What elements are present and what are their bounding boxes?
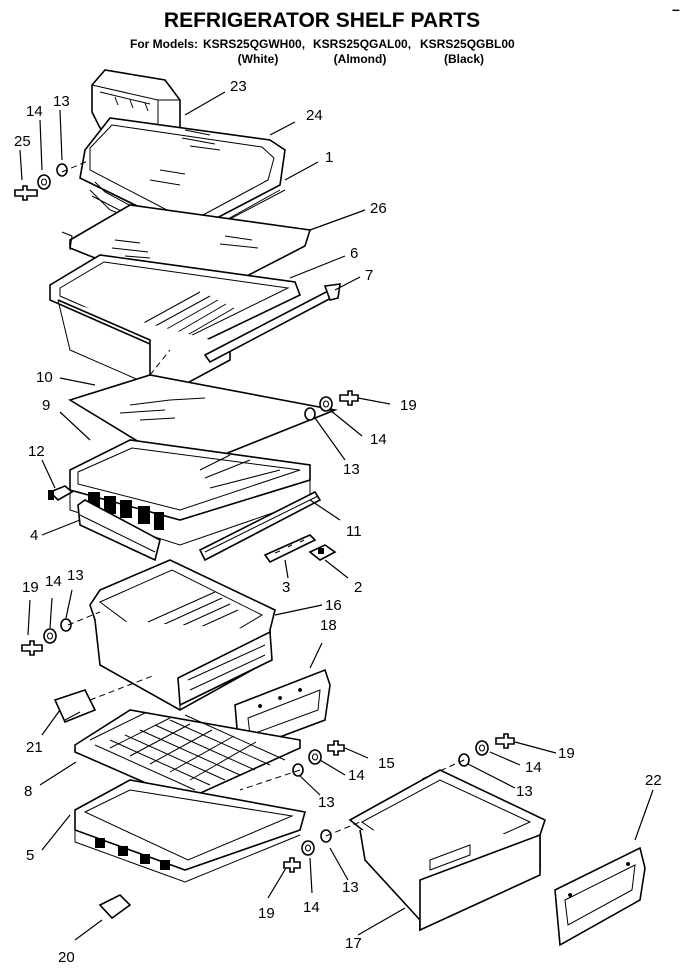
callout-19-left: 19 [22,579,39,596]
callout-21: 21 [26,739,43,756]
callout-6: 6 [350,245,358,262]
callout-11: 11 [346,523,362,540]
callout-13-right: 13 [516,783,533,800]
callout-18: 18 [320,617,337,634]
part-17-bottom-bin [348,769,546,932]
part-8-wire-shelf [74,709,301,801]
part-12-end-cap [48,485,74,501]
callout-23: 23 [230,78,247,95]
header: REFRIGERATOR SHELF PARTS For Models: KSR… [130,1,680,66]
callout-19-right: 19 [558,745,575,762]
callout-5: 5 [26,847,34,864]
hardware-right-middle [304,390,359,421]
page-title: REFRIGERATOR SHELF PARTS [164,9,480,32]
callout-14-center: 14 [348,767,365,784]
callout-24: 24 [306,107,323,124]
callout-13-bottom: 13 [342,879,359,896]
callout-19-upper: 19 [400,397,417,414]
callout-13-center: 13 [318,794,335,811]
callout-22: 22 [645,772,662,789]
part-5-shelf-frame [74,779,307,883]
assembly-dashed-lines [61,159,465,837]
callout-13-top: 13 [53,93,70,110]
part-22-bin-handle [554,846,646,947]
model-color-black: (Black) [444,52,484,66]
hardware-left-middle [21,618,72,656]
callout-12: 12 [28,443,45,460]
callout-15: 15 [378,755,395,772]
part-6-crisper-cover-frame [49,254,302,396]
callout-4: 4 [30,527,38,544]
part-16-crisper-pan [89,559,276,711]
leader-lines [19,91,654,941]
callout-17: 17 [345,935,362,952]
part-20-clip [98,894,132,920]
model-color-white: (White) [238,52,279,66]
hardware-bottom-center [283,829,332,873]
callout-8: 8 [24,783,32,800]
callout-20: 20 [58,949,75,966]
callout-labels: 23 24 14 13 25 1 26 6 7 10 19 9 14 13 12… [14,78,662,966]
callout-2: 2 [354,579,362,596]
model-code-white: KSRS25QGWH00, [203,37,305,51]
part-2-clip [308,544,337,561]
callout-16: 16 [325,597,342,614]
callout-13-upper: 13 [343,461,360,478]
hardware-top-left [14,163,68,201]
part-7-crisper-rail [203,283,341,364]
callout-14-bottom: 14 [303,899,320,916]
callout-14-top: 14 [26,103,43,120]
part-21-cover-support [53,689,97,724]
callout-14-left: 14 [45,573,62,590]
part-3-bracket [263,534,317,564]
hardware-right-lower [458,733,515,767]
hardware-center-lower [292,740,345,777]
part-4-crisper-rail-left [77,499,161,562]
models-prefix: For Models: [130,37,198,51]
callout-3: 3 [282,579,290,596]
callout-1: 1 [325,149,333,166]
model-color-almond: (Almond) [334,52,387,66]
callout-7: 7 [365,267,373,284]
callout-25: 25 [14,133,31,150]
callout-13-left: 13 [67,567,84,584]
callout-14-upper: 14 [370,431,387,448]
model-code-almond: KSRS25QGAL00, [313,37,411,51]
callout-14-right: 14 [525,759,542,776]
callout-10: 10 [36,369,53,386]
model-code-black: KSRS25QGBL00 [420,37,515,51]
callout-9: 9 [42,397,50,414]
callout-26: 26 [370,200,387,217]
part-11-crisper-rail-right [198,490,322,562]
callout-19-bottom: 19 [258,905,275,922]
corner-mark: – [672,1,680,17]
